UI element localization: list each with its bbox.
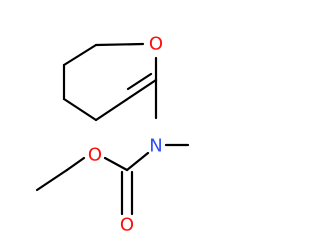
bond-c6-c5: [62, 43, 98, 67]
bond-ester-oxygen-ethyl: [65, 156, 86, 172]
carbonyl-oxygen-label: O: [120, 215, 134, 236]
molecule-structure: O N O O: [35, 34, 190, 236]
ester-oxygen-label: O: [88, 145, 102, 166]
bond-c2-c1-double-inner: [126, 72, 153, 91]
bond-c2-c1-double-outer: [124, 78, 158, 102]
nitrogen-label: N: [149, 136, 162, 157]
bond-o-c6: [94, 42, 145, 47]
bond-carbonyl-ester-oxygen: [103, 156, 129, 172]
bond-n-carbonyl: [125, 151, 150, 172]
bond-c4-c3: [62, 97, 98, 122]
bond-ethyl: [35, 168, 69, 192]
ring-oxygen-label: O: [149, 34, 163, 55]
bond-c3-c2: [94, 98, 128, 122]
